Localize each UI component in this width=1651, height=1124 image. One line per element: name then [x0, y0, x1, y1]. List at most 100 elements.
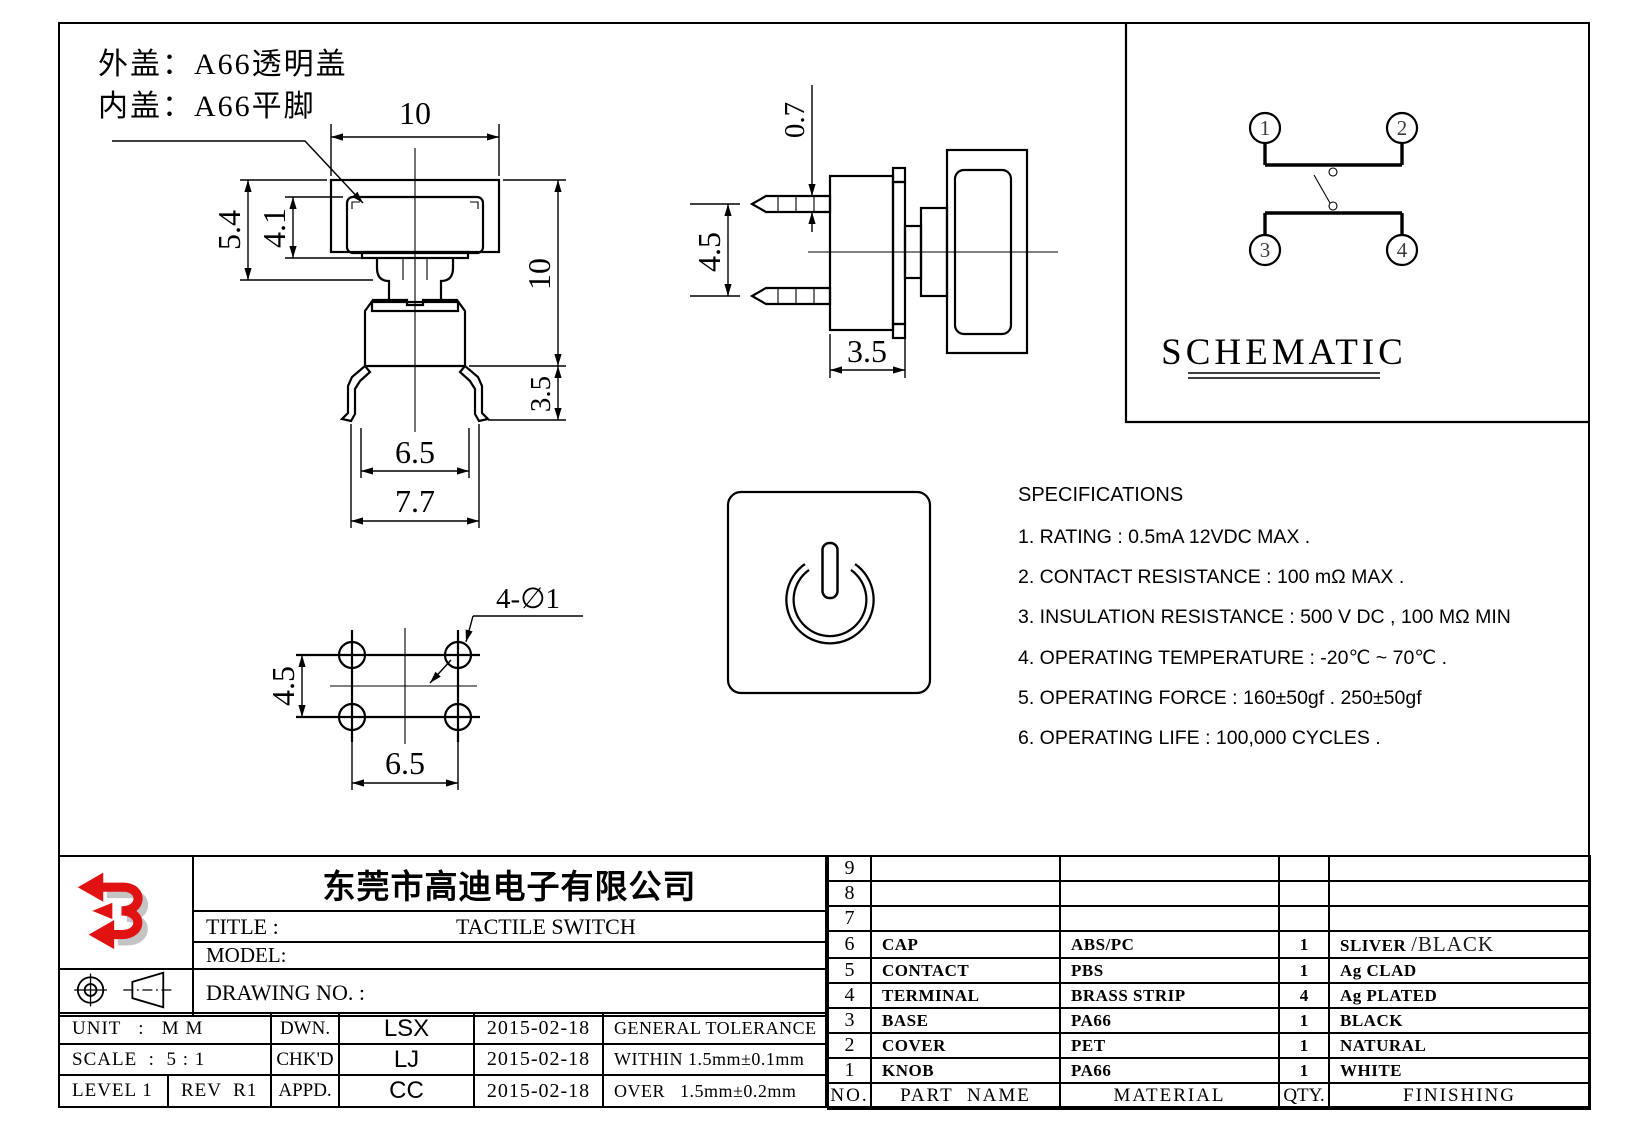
finishing-main: SLIVER [1340, 936, 1407, 955]
tolerance-title: GENERAL TOLERANCE [602, 1012, 828, 1045]
row-qty: 1 [1278, 930, 1330, 959]
title-label: TITLE : [206, 913, 279, 939]
spec-item: 2. CONTACT RESISTANCE : 100 mΩ MAX . [1018, 566, 1405, 588]
title-block-info: UNIT : M M DWN. LSX 2015-02-18 GENERAL T… [57, 1012, 828, 1108]
chkd-name: LJ [338, 1043, 476, 1076]
tolerance-within: WITHIN 1.5mm±0.1mm [602, 1043, 828, 1076]
logo-arrowhead-bottom [88, 920, 115, 950]
row-part [870, 905, 1061, 932]
company-logo-cell [58, 855, 194, 970]
row-qty [1278, 855, 1330, 882]
drawing-title: TACTILE SWITCH [456, 913, 636, 939]
table-header-row: NO. PART NAME MATERIAL QTY. FINISHING [827, 1082, 1591, 1110]
projection-symbols [74, 971, 173, 1009]
row-part: TERMINAL [870, 982, 1061, 1009]
row-finishing: BLACK [1328, 1007, 1591, 1034]
row-finishing [1328, 880, 1591, 907]
row-part: KNOB [870, 1057, 1061, 1084]
row-qty: 1 [1278, 1057, 1330, 1084]
row-no: 9 [827, 855, 872, 882]
header-material: MATERIAL [1059, 1082, 1280, 1110]
logo-arrowhead-inner [92, 902, 113, 920]
table-row: 8 [827, 880, 1591, 907]
company-logo [77, 872, 148, 950]
row-qty [1278, 905, 1330, 932]
title-row: TITLE : TACTILE SWITCH [192, 910, 827, 943]
projection-symbols-cell [58, 968, 194, 1017]
row-part: COVER [870, 1032, 1061, 1059]
header-qty: QTY. [1278, 1082, 1330, 1110]
row-material [1059, 880, 1280, 907]
header-part-name: PART NAME [870, 1082, 1061, 1110]
spec-item: 6. OPERATING LIFE : 100,000 CYCLES . [1018, 727, 1381, 749]
spec-item: 1. RATING : 0.5mA 12VDC MAX . [1018, 526, 1311, 548]
cover-note-inner: 内盖：A66平脚 [98, 90, 316, 123]
company-name: 东莞市高迪电子有限公司 [192, 855, 827, 912]
spec-item: 5. OPERATING FORCE : 160±50gf . 250±50gf [1018, 687, 1422, 709]
cover-note-outer: 外盖：A66透明盖 [98, 48, 348, 81]
row-no: 6 [827, 930, 872, 959]
logo-arrowhead-top [77, 872, 104, 902]
row-finishing: NATURAL [1328, 1032, 1591, 1059]
row-finishing: Ag CLAD [1328, 957, 1591, 984]
row-finishing [1328, 855, 1591, 882]
unit-cell: UNIT : M M [57, 1012, 273, 1045]
row-material: ABS/PC [1059, 930, 1280, 959]
row-finishing: WHITE [1328, 1057, 1591, 1084]
table-row: 7 [827, 905, 1591, 932]
table-row: 3 BASE PA66 1 BLACK [827, 1007, 1591, 1034]
row-material: PA66 [1059, 1057, 1280, 1084]
row-no: 5 [827, 957, 872, 984]
row-part: BASE [870, 1007, 1061, 1034]
row-part: CAP [870, 930, 1061, 959]
rev-cell: REV R1 [166, 1074, 273, 1108]
row-finishing [1328, 905, 1591, 932]
table-row: 2 COVER PET 1 NATURAL [827, 1032, 1591, 1059]
header-no: NO. [827, 1082, 872, 1110]
row-qty: 4 [1278, 982, 1330, 1009]
table-row: 4 TERMINAL BRASS STRIP 4 Ag PLATED [827, 982, 1591, 1009]
row-qty [1278, 880, 1330, 907]
row-part [870, 855, 1061, 882]
row-no: 4 [827, 982, 872, 1009]
row-no: 2 [827, 1032, 872, 1059]
specifications: SPECIFICATIONS 1. RATING : 0.5mA 12VDC M… [1018, 484, 1604, 767]
row-no: 3 [827, 1007, 872, 1034]
dwn-date: 2015-02-18 [473, 1012, 605, 1045]
tolerance-over: OVER 1.5mm±0.2mm [602, 1074, 828, 1108]
appd-label: APPD. [270, 1074, 341, 1108]
parts-table: 9 8 7 6 CAP ABS/PC 1 SLIVER /BLACK 5 CON… [827, 855, 1591, 1110]
row-finishing: SLIVER /BLACK [1328, 930, 1591, 959]
row-material: PET [1059, 1032, 1280, 1059]
table-row: 1 KNOB PA66 1 WHITE [827, 1057, 1591, 1084]
header-finishing: FINISHING [1328, 1082, 1591, 1110]
finishing-alt: /BLACK [1411, 932, 1495, 956]
appd-name: CC [338, 1074, 476, 1108]
cover-note: 外盖：A66透明盖 内盖：A66平脚 [98, 44, 348, 128]
row-qty: 1 [1278, 1007, 1330, 1034]
row-material: BRASS STRIP [1059, 982, 1280, 1009]
row-material: PBS [1059, 957, 1280, 984]
chkd-label: CHK'D [270, 1043, 341, 1076]
model-label: MODEL: [192, 941, 827, 970]
dwn-label: DWN. [270, 1012, 341, 1045]
row-qty: 1 [1278, 957, 1330, 984]
spec-item: 4. OPERATING TEMPERATURE : -20℃ ~ 70℃ . [1018, 647, 1448, 669]
row-material: PA66 [1059, 1007, 1280, 1034]
specifications-title: SPECIFICATIONS [1018, 484, 1184, 506]
appd-date: 2015-02-18 [473, 1074, 605, 1108]
level-cell: LEVEL 1 [58, 1074, 169, 1108]
row-finishing: Ag PLATED [1328, 982, 1591, 1009]
row-part [870, 880, 1061, 907]
projection-cone-icon [131, 971, 165, 1009]
row-no: 7 [827, 905, 872, 932]
chkd-date: 2015-02-18 [473, 1043, 605, 1076]
table-row: 9 [827, 855, 1591, 882]
row-no: 1 [827, 1057, 872, 1084]
row-part: CONTACT [870, 957, 1061, 984]
row-qty: 1 [1278, 1032, 1330, 1059]
title-block: 东莞市高迪电子有限公司 TITLE : TACTILE SWITCH MODEL:… [58, 855, 827, 1017]
table-row: 6 CAP ABS/PC 1 SLIVER /BLACK [827, 930, 1591, 959]
row-no: 8 [827, 880, 872, 907]
